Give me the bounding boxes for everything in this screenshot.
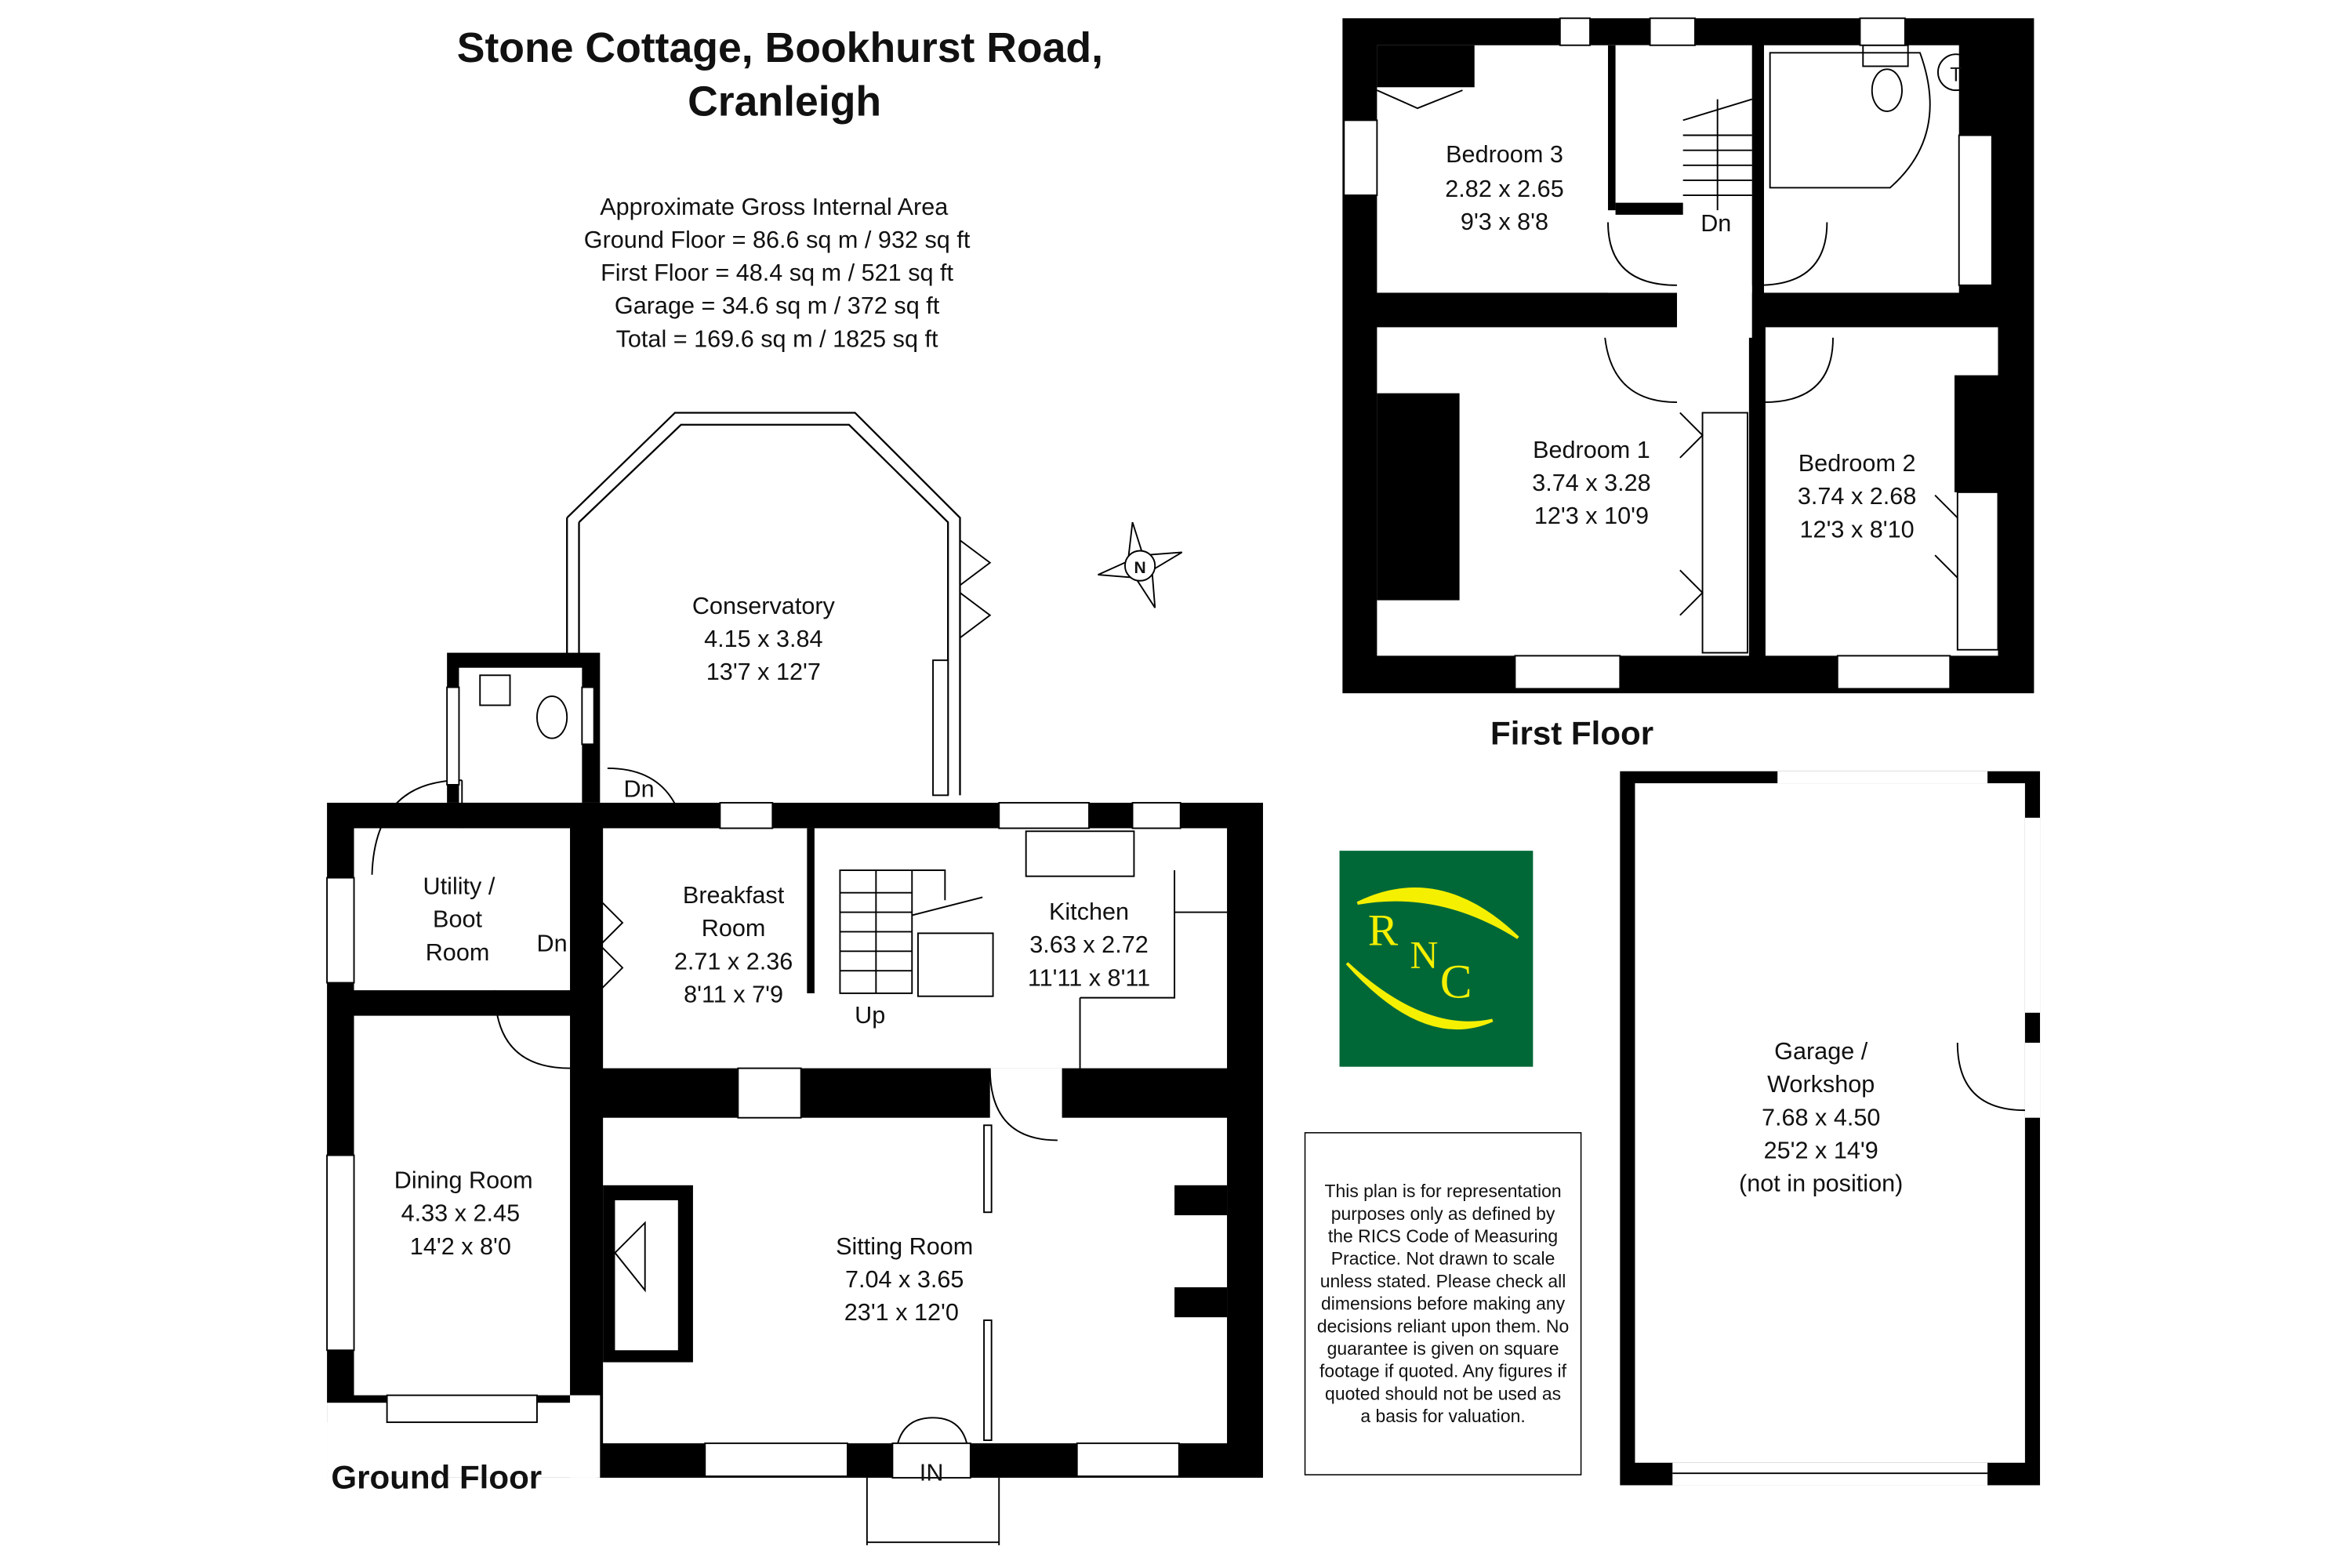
room-name: Bedroom 3 [1446, 141, 1563, 168]
title-line2: Cranleigh [688, 79, 881, 125]
chimney-breast [1377, 393, 1460, 601]
first-floor-plan: Bedroom 3 2.82 x 2.65 9'3 x 8'8 Dn T Bed… [1342, 17, 2034, 751]
first-floor-label: First Floor [1490, 714, 1653, 751]
room-note: (not in position) [1739, 1170, 1903, 1196]
svg-text:R: R [1368, 906, 1399, 956]
svg-text:a basis for valuation.: a basis for valuation. [1360, 1406, 1525, 1426]
room-kitchen: Kitchen 3.63 x 2.72 11'11 x 8'11 [1028, 898, 1150, 991]
room-name: Sitting Room [836, 1233, 973, 1260]
room-name: Boot [433, 906, 482, 933]
room-name: Room [702, 915, 766, 942]
room-sitting: Sitting Room 7.04 x 3.65 23'1 x 12'0 [836, 1233, 973, 1326]
room-breakfast: Breakfast Room 2.71 x 2.36 8'11 x 7'9 [674, 882, 793, 1007]
stairs-up-label: Up [855, 1002, 885, 1029]
room-imperial: 12'3 x 8'10 [1800, 516, 1915, 543]
room-imperial: 8'11 x 7'9 [684, 981, 783, 1007]
svg-text:the RICS Code of Measuring: the RICS Code of Measuring [1328, 1226, 1558, 1247]
room-utility: Utility / Boot Room [423, 873, 495, 966]
rnc-logo: R N C [1339, 851, 1534, 1067]
room-name: Bedroom 1 [1533, 437, 1650, 463]
room-conservatory: Conservatory 4.15 x 3.84 13'7 x 12'7 [692, 593, 836, 685]
room-name: Garage / [1774, 1038, 1868, 1065]
area-garage: Garage = 34.6 sq m / 372 sq ft [615, 292, 940, 319]
entrance-label: IN [920, 1460, 944, 1486]
room-imperial: 23'1 x 12'0 [844, 1299, 959, 1326]
disclaimer-box: This plan is for representation purposes… [1304, 1132, 1582, 1475]
room-imperial: 9'3 x 8'8 [1461, 209, 1548, 235]
svg-text:unless stated. Please check al: unless stated. Please check all [1320, 1271, 1566, 1291]
room-name: Conservatory [692, 593, 836, 619]
room-metric: 4.15 x 3.84 [704, 626, 822, 652]
breakfast-kitchen-area [603, 828, 1228, 1069]
svg-text:dimensions before making any: dimensions before making any [1321, 1294, 1566, 1314]
room-metric: 4.33 x 2.45 [401, 1200, 520, 1227]
room-garage: Garage / Workshop 7.68 x 4.50 25'2 x 14'… [1739, 1038, 1903, 1196]
area-total: Total = 169.6 sq m / 1825 sq ft [616, 325, 938, 352]
room-metric: 3.74 x 2.68 [1798, 483, 1916, 510]
svg-text:Practice. Not drawn to scale: Practice. Not drawn to scale [1331, 1248, 1555, 1269]
room-metric: 2.82 x 2.65 [1445, 176, 1563, 202]
room-name: Room [426, 939, 490, 966]
svg-text:N: N [1410, 933, 1438, 976]
utility-area [354, 828, 571, 991]
ground-floor-plan: Conservatory 4.15 x 3.84 13'7 x 12'7 Dn … [326, 412, 1263, 1545]
stairs-down-label: Dn [623, 775, 654, 802]
tank-label: T [1950, 64, 1962, 86]
area-first: First Floor = 48.4 sq m / 521 sq ft [601, 260, 953, 286]
room-name: Workshop [1767, 1071, 1875, 1098]
dining-area [354, 1015, 571, 1396]
room-metric: 7.04 x 3.65 [845, 1266, 964, 1293]
room-imperial: 13'7 x 12'7 [706, 659, 821, 685]
ground-floor-label: Ground Floor [331, 1458, 542, 1495]
room-name: Breakfast [683, 882, 785, 909]
title-line1: Stone Cottage, Bookhurst Road, [457, 25, 1103, 71]
sitting-area [603, 1117, 1228, 1443]
room-imperial: 12'3 x 10'9 [1534, 503, 1649, 529]
garage-plan: Garage / Workshop 7.68 x 4.50 25'2 x 14'… [1620, 771, 2041, 1486]
room-bedroom-2: Bedroom 2 3.74 x 2.68 12'3 x 8'10 [1798, 450, 1916, 543]
area-summary: Approximate Gross Internal Area Ground F… [584, 194, 971, 352]
compass-icon: N [1098, 521, 1183, 608]
room-bedroom-3: Bedroom 3 2.82 x 2.65 9'3 x 8'8 [1445, 141, 1563, 235]
room-name: Dining Room [394, 1167, 533, 1194]
room-bedroom-1: Bedroom 1 3.74 x 3.28 12'3 x 10'9 [1532, 437, 1650, 529]
room-metric: 2.71 x 2.36 [674, 948, 793, 975]
room-name: Kitchen [1049, 898, 1129, 925]
stairs-down-label: Dn [1700, 210, 1731, 237]
north-label: N [1134, 559, 1145, 577]
svg-text:This plan is for representatio: This plan is for representation [1324, 1181, 1561, 1201]
room-metric: 3.63 x 2.72 [1029, 931, 1148, 958]
svg-text:decisions reliant upon them. N: decisions reliant upon them. No [1317, 1316, 1569, 1336]
svg-text:guarantee is given on square: guarantee is given on square [1327, 1338, 1559, 1359]
room-metric: 7.68 x 4.50 [1762, 1104, 1880, 1131]
room-dining: Dining Room 4.33 x 2.45 14'2 x 8'0 [394, 1167, 533, 1260]
room-name: Bedroom 2 [1798, 450, 1916, 477]
room-imperial: 14'2 x 8'0 [410, 1233, 511, 1260]
step-down-label: Dn [537, 930, 568, 956]
room-imperial: 25'2 x 14'9 [1764, 1137, 1878, 1163]
svg-text:footage if quoted. Any figures: footage if quoted. Any figures if [1319, 1361, 1567, 1381]
svg-text:quoted should not be used as: quoted should not be used as [1325, 1383, 1561, 1403]
area-ground: Ground Floor = 86.6 sq m / 932 sq ft [584, 227, 971, 253]
svg-text:purposes only as defined by: purposes only as defined by [1331, 1203, 1555, 1224]
room-metric: 3.74 x 3.28 [1532, 470, 1650, 496]
bathroom-area [1764, 45, 1959, 293]
room-name: Utility / [423, 873, 495, 900]
stair-landing [1608, 45, 1752, 293]
svg-text:C: C [1440, 956, 1472, 1009]
room-imperial: 11'11 x 8'11 [1028, 964, 1150, 991]
area-heading: Approximate Gross Internal Area [600, 194, 949, 220]
